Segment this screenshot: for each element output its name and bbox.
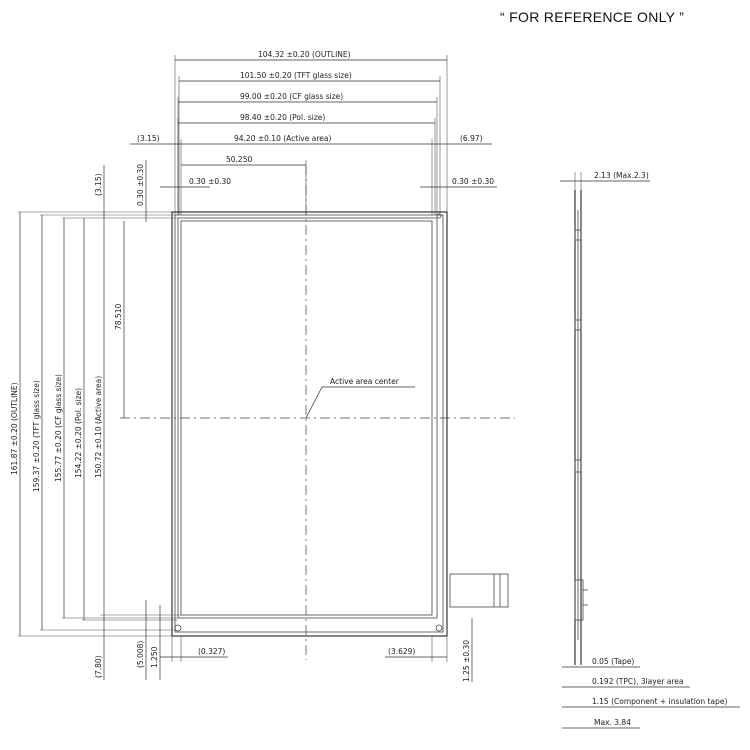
panel-side-view: 2.13 (Max.2.3) 0.05 (Tape) 0.192 (TPC), …	[560, 171, 740, 729]
width-cf-label: 99.00 ±0.20 (CF glass size)	[240, 92, 343, 101]
side-max-label: Max. 3.84	[594, 718, 631, 727]
height-dimensions: 161.87 ±0.20 (OUTLINE) 159.37 ±0.20 (TFT…	[10, 160, 181, 637]
panel-front-view	[171, 211, 509, 637]
width-outline-label: 104.32 ±0.20 (OUTLINE)	[258, 50, 351, 59]
height-tft-label: 159.37 ±0.20 (TFT glass size)	[32, 380, 41, 492]
height-active-label: 150.72 ±0.10 (Active area)	[94, 376, 103, 478]
width-pol-label: 98.40 ±0.20 (Pol. size)	[240, 113, 325, 122]
top-pol-offset-label: 0.30 ±0.30	[136, 164, 145, 206]
center-y-label: 78.510	[114, 304, 123, 330]
side-tpc-label: 0.192 (TPC), 3layer area	[592, 677, 684, 686]
bottom-5008-label: (5.008)	[136, 641, 145, 668]
center-x-label: 50.250	[226, 155, 252, 164]
height-outline-label: 161.87 ±0.20 (OUTLINE)	[10, 382, 19, 475]
pol-right-offset-label: 0.30 ±0.30	[452, 177, 494, 186]
pol-left-offset-label: 0.30 ±0.30	[189, 177, 231, 186]
bottom-125-label: 1.25 ±0.30	[462, 640, 471, 682]
bottom-3629-label: (3.629)	[388, 647, 415, 656]
active-area-centerlines: Active area center	[120, 165, 515, 660]
side-component-label: 1.15 (Component + insulation tape)	[592, 697, 727, 706]
side-thickness-label: 2.13 (Max.2.3)	[594, 171, 649, 180]
bottom-1250-label: 1.250	[150, 646, 159, 668]
bottom-dimensions: (7.80) (5.008) 1.250 (0.327) (3.629) 1.2…	[94, 600, 473, 682]
side-tape-label: 0.05 (Tape)	[592, 657, 634, 666]
width-dimensions: 104.32 ±0.20 (OUTLINE) 101.50 ±0.20 (TFT…	[130, 50, 497, 215]
width-active-label: 94.20 ±0.10 (Active area)	[234, 134, 331, 143]
top-offset-label: (3.15)	[94, 173, 103, 196]
left-offset-label: (3.15)	[137, 134, 160, 143]
reference-note: “ FOR REFERENCE ONLY ”	[500, 9, 685, 25]
bottom-0327-label: (0.327)	[198, 647, 225, 656]
active-area-center-label: Active area center	[330, 377, 400, 386]
bottom-780-label: (7.80)	[94, 655, 103, 678]
height-cf-label: 155.77 ±0.20 (CF glass size)	[54, 374, 63, 482]
width-tft-label: 101.50 ±0.20 (TFT glass size)	[240, 71, 352, 80]
right-offset-label: (6.97)	[460, 134, 483, 143]
height-pol-label: 154.22 ±0.20 (Pol. size)	[74, 388, 83, 478]
